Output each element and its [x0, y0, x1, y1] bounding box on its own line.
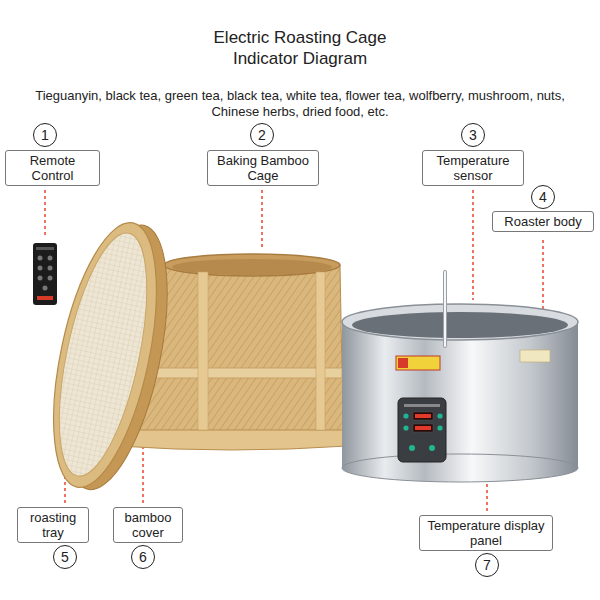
- callout-number: 1: [33, 123, 57, 147]
- callout-number-text: 2: [258, 128, 266, 142]
- remote-control: [33, 243, 57, 305]
- callout-number: 6: [131, 545, 155, 569]
- callout-number: 5: [53, 545, 77, 569]
- part-label-text: Roaster body: [497, 214, 589, 229]
- callout-number-text: 6: [139, 550, 147, 564]
- temperature-probe: [445, 272, 446, 346]
- bamboo-lid: [34, 214, 187, 499]
- part-label: Roaster body: [492, 211, 594, 232]
- control-panel: [398, 398, 446, 462]
- part-label: Temperature sensor: [422, 150, 524, 186]
- roaster-body: [342, 304, 578, 482]
- part-label: bamboo cover: [113, 507, 183, 543]
- part-label-text: Temperature sensor: [427, 153, 519, 183]
- callout-number-text: 7: [483, 558, 491, 572]
- part-label-text: Baking Bamboo Cage: [212, 153, 314, 183]
- part-label-text: Temperature display panel: [424, 518, 548, 548]
- part-label-text: Remote Control: [10, 153, 95, 183]
- part-label: roasting tray: [17, 507, 89, 543]
- diagram-title: Electric Roasting Cage Indicator Diagram: [185, 27, 415, 69]
- callout-number-text: 1: [41, 128, 49, 142]
- callout-number-text: 3: [469, 128, 477, 142]
- callout-number-text: 5: [61, 550, 69, 564]
- part-label: Temperature display panel: [419, 515, 553, 551]
- callout-number: 2: [250, 123, 274, 147]
- part-label: Remote Control: [5, 150, 100, 186]
- callout-number-text: 4: [539, 190, 547, 204]
- part-label: Baking Bamboo Cage: [207, 150, 319, 186]
- subtitle-text: Tieguanyin, black tea, green tea, black …: [30, 88, 570, 120]
- callout-number: 4: [531, 185, 555, 209]
- part-label-text: roasting tray: [22, 510, 84, 540]
- callout-number: 7: [475, 553, 499, 577]
- part-label-text: bamboo cover: [118, 510, 178, 540]
- callout-number: 3: [461, 123, 485, 147]
